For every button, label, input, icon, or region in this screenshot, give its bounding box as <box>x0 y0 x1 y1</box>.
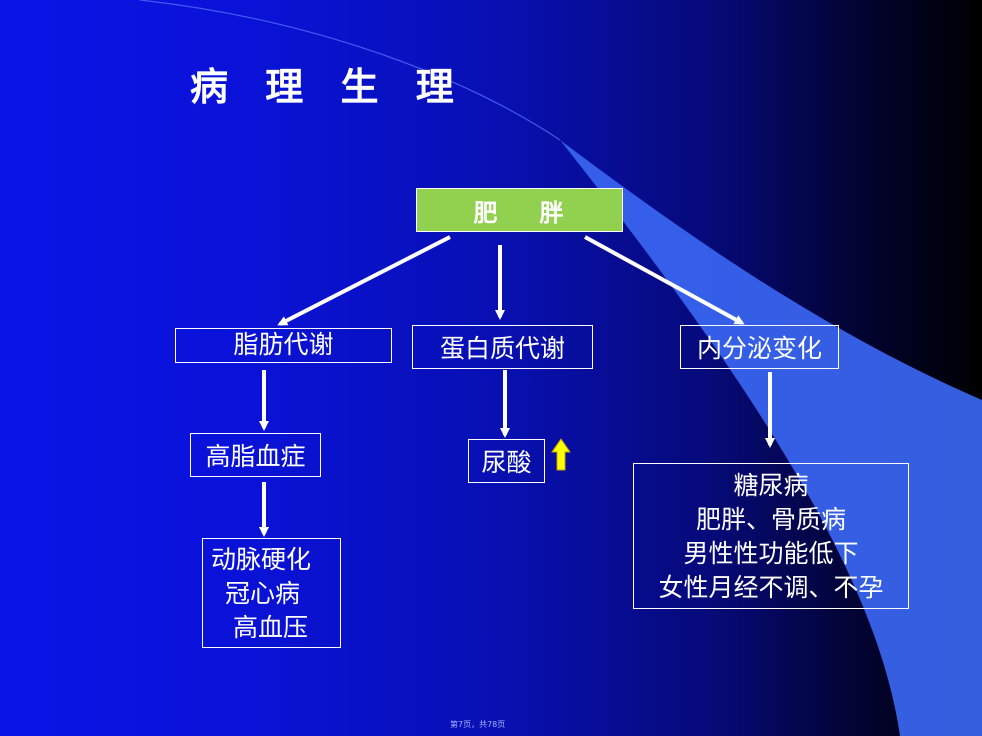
root-node-obesity: 肥 胖 <box>416 188 623 232</box>
branch-protein-metabolism: 蛋白质代谢 <box>412 325 593 369</box>
node-hyperlipidemia-label: 高脂血症 <box>205 442 306 471</box>
endocrine-line-2: 肥胖、骨质病 <box>695 505 846 534</box>
branch-lipid-label: 脂肪代谢 <box>233 329 334 359</box>
page-title: 病 理 生 理 <box>190 65 466 109</box>
node-uric-acid: 尿酸 <box>468 439 545 483</box>
endocrine-line-1: 糖尿病 <box>733 471 809 500</box>
endocrine-line-3: 男性性功能低下 <box>683 539 859 568</box>
branch-protein-label: 蛋白质代谢 <box>439 334 565 363</box>
branch-endocrine-change: 内分泌变化 <box>680 325 839 369</box>
root-label-part2: 胖 <box>539 198 566 227</box>
endocrine-line-4: 女性月经不调、不孕 <box>658 573 884 602</box>
root-label-part1: 肥 <box>473 198 500 227</box>
page-footer: 第7页，共78页 <box>450 720 506 729</box>
node-endocrine-diseases: 糖尿病 肥胖、骨质病 男性性功能低下 女性月经不调、不孕 <box>633 463 909 609</box>
disease-line-1: 动脉硬化 <box>211 545 312 574</box>
branch-endocrine-label: 内分泌变化 <box>696 334 822 363</box>
node-cardiovascular-diseases: 动脉硬化 冠心病 高血压 <box>202 538 341 648</box>
node-uric-acid-label: 尿酸 <box>481 448 532 477</box>
node-hyperlipidemia: 高脂血症 <box>190 433 321 477</box>
branch-lipid-metabolism: 脂肪代谢 <box>175 328 392 363</box>
disease-line-3: 高血压 <box>233 613 309 642</box>
disease-line-2: 冠心病 <box>225 579 301 608</box>
